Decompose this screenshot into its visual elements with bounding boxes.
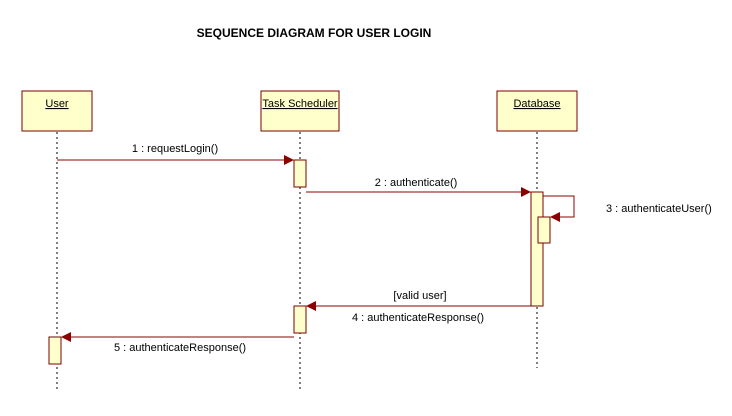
message-4-label: 4 : authenticateResponse() [352,312,484,324]
activation-database-nested [537,216,551,244]
activation-scheduler-1 [293,159,307,188]
message-4: [valid user] 4 : authenticateResponse() [306,290,531,324]
message-3-label: 3 : authenticateUser() [606,203,712,215]
lifeline-database: Database [496,90,578,132]
message-4-guard: [valid user] [393,290,446,302]
lifeline-database-label: Database [513,98,560,110]
lifeline-user-box [21,90,93,132]
message-1-label: 1 : requestLogin() [132,143,218,155]
message-5-label: 5 : authenticateResponse() [114,342,246,354]
lifeline-scheduler-label: Task Scheduler [262,98,338,110]
lifeline-user: User [21,90,93,132]
message-2: 2 : authenticate() [306,177,531,197]
lifeline-scheduler: Task Scheduler [260,90,340,132]
activation-scheduler-2 [293,305,307,334]
activation-database-main [530,191,544,307]
lifeline-user-label: User [45,98,69,110]
diagram-title: SEQUENCE DIAGRAM FOR USER LOGIN [197,26,432,40]
message-1: 1 : requestLogin() [57,143,294,165]
message-5: 5 : authenticateResponse() [61,332,294,354]
lifeline-scheduler-box [260,90,340,132]
lifeline-database-box [496,90,578,132]
activation-user-1 [48,336,62,365]
message-3: 3 : authenticateUser() [543,195,712,222]
message-3-arrow [543,195,575,222]
message-2-label: 2 : authenticate() [375,177,458,189]
